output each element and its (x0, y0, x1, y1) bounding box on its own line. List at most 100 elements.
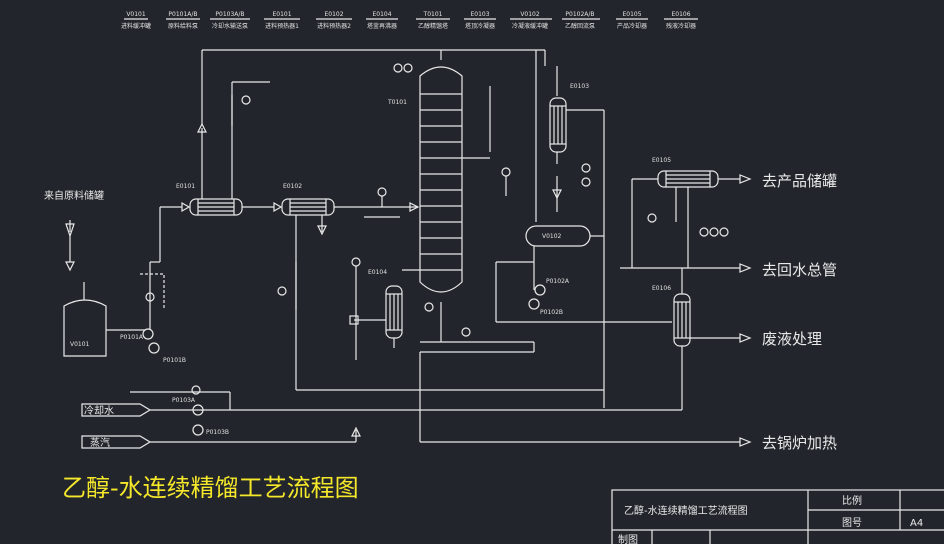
tag-name: 进料缓冲罐 (121, 22, 151, 30)
e0103-label: E0103 (570, 83, 589, 90)
product-outlet-arrow-icon (739, 174, 752, 184)
tag-name: 进料预热器1 (265, 22, 299, 30)
tag-code: T0101 (423, 11, 443, 18)
tag-name: 残液冷却器 (666, 22, 696, 30)
steam-stream-tag (81, 435, 152, 449)
tag-e0104: E0104 塔釜再沸器 (366, 11, 398, 30)
p0101b-pump-icon (148, 342, 160, 354)
v0101-label: V0101 (70, 341, 90, 348)
title-block-drawing-no-value: A4 (910, 518, 923, 529)
feed-section: 来自原料储罐 V0101 P0101A P0101B (44, 189, 191, 364)
tag-t0101: T0101 乙醇精馏塔 (416, 11, 450, 30)
feed-arrow-icon (65, 261, 75, 272)
e0105-instrument-a-icon (699, 227, 709, 237)
tag-code: E0102 (324, 11, 343, 18)
tag-p0101ab: P0101A/B 原料给料泵 (166, 11, 200, 30)
tag-name: 塔釜再沸器 (367, 22, 397, 30)
p0103a-label: P0103A (172, 397, 196, 404)
tag-name: 冷凝液缓冲罐 (512, 22, 548, 30)
column-pressure-gauge-icon (393, 63, 403, 73)
tag-code: E0106 (671, 11, 690, 18)
e0101-label: E0101 (176, 183, 195, 190)
p0102a-pump-icon (534, 284, 546, 296)
title-block-drawing-name: 乙醇-水连续精馏工艺流程图 (624, 504, 748, 517)
to-return-water-label: 去回水总管 (762, 261, 837, 279)
p0103a-pump-icon (192, 404, 204, 416)
reboiler-trap-icon (349, 315, 359, 325)
tag-name: 塔顶冷凝器 (465, 22, 495, 30)
reflux-instrument-icon (501, 167, 511, 177)
diagram-title: 乙醇-水连续精馏工艺流程图 (62, 474, 359, 502)
title-block: 乙醇-水连续精馏工艺流程图 比例 图号 A4 制图 (611, 489, 944, 544)
e0102-instrument-icon (277, 286, 287, 296)
tag-name: 产品冷却器 (617, 22, 647, 30)
v0101-vessel (63, 299, 107, 357)
e0105-cooler: E0105 (631, 157, 752, 268)
e0102-label: E0102 (283, 183, 302, 190)
p0101a-label: P0101A (120, 334, 144, 341)
tag-code: P0103A/B (215, 11, 244, 18)
tag-code: P0102A/B (565, 11, 594, 18)
e0102-exchanger: E0102 (277, 183, 420, 390)
tag-e0101: E0101 进料预热器1 (264, 11, 300, 30)
boiler-outlet-arrow-icon (739, 437, 752, 447)
e0105-label: E0105 (652, 157, 671, 164)
e0101-instrument-icon (241, 95, 251, 105)
feed-control-valve-icon (377, 187, 387, 197)
p0101b-label: P0101B (163, 357, 186, 364)
tag-code: V0102 (520, 11, 540, 18)
tag-code: E0105 (622, 11, 641, 18)
tag-e0105: E0105 产品冷却器 (616, 11, 648, 30)
column-temp-gauge-icon (403, 63, 413, 73)
cooling-water-stream-tag (81, 403, 152, 417)
steam-label: 蒸汽 (90, 436, 110, 449)
tag-e0106: E0106 残液冷却器 (664, 11, 698, 30)
tag-v0102: V0102 冷凝液缓冲罐 (510, 11, 552, 30)
to-product-tank-label: 去产品储罐 (762, 172, 837, 190)
v0102-label: V0102 (542, 233, 562, 240)
e0106-label: E0106 (652, 285, 671, 292)
tag-e0102: E0102 进料预热器2 (316, 11, 352, 30)
p0102a-label: P0102A (546, 278, 570, 285)
tag-code: V0101 (126, 11, 146, 18)
e0106-cooler: E0106 (603, 212, 752, 410)
e0101-exchanger: E0101 (176, 49, 545, 216)
bottom-control-valve-icon (461, 327, 471, 337)
feed-flow-instrument-icon (145, 292, 155, 302)
p0103b-label: P0103B (206, 429, 229, 436)
tag-e0103: E0103 塔顶冷凝器 (464, 11, 496, 30)
waste-outlet-arrow-icon (739, 333, 752, 343)
column-bottom-instrument-icon (424, 302, 434, 312)
p0102b-pump-icon (528, 298, 540, 310)
tag-name: 冷却水输送泵 (212, 22, 248, 30)
title-block-drawn-by-label: 制图 (618, 533, 638, 544)
t0101-label: T0101 (387, 99, 407, 106)
feed-source-label: 来自原料储罐 (44, 189, 104, 202)
tag-name: 乙醇回流泵 (565, 22, 595, 30)
tag-code: E0103 (470, 11, 489, 18)
tag-name: 进料预热器2 (317, 22, 351, 30)
t0101-column: T0101 (387, 50, 463, 342)
to-waste-label: 废液处理 (762, 330, 822, 348)
e0105-instrument-b-icon (709, 227, 719, 237)
return-water-arrow-icon (739, 263, 752, 273)
cooling-water-label: 冷却水 (84, 404, 114, 417)
e0104-reboiler: E0104 (349, 257, 535, 360)
tag-p0103ab: P0103A/B 冷却水输送泵 (210, 11, 250, 30)
tag-name: 乙醇精馏塔 (418, 22, 448, 30)
p0101a-pump-icon (142, 328, 154, 340)
tag-code: E0104 (372, 11, 391, 18)
utility-section: 冷却水 P0103A P0103B 蒸汽 (81, 352, 752, 449)
condenser-cw-valve-icon (581, 163, 591, 173)
cw-instrument-icon (191, 385, 201, 395)
tag-name: 原料给料泵 (168, 22, 198, 30)
e0105-instrument-c-icon (719, 227, 729, 237)
title-block-drawing-no-label: 图号 (842, 517, 862, 529)
e0103-condenser: E0103 (462, 50, 605, 222)
feed-source-arrow-icon (65, 223, 75, 238)
equipment-tag-list: V0101 进料缓冲罐 P0101A/B 原料给料泵 P0103A/B 冷却水输… (121, 11, 698, 30)
tag-code: P0101A/B (168, 11, 197, 18)
v0102-drum: V0102 P0102A P0102B (495, 225, 672, 323)
e0104-label: E0104 (368, 269, 387, 276)
